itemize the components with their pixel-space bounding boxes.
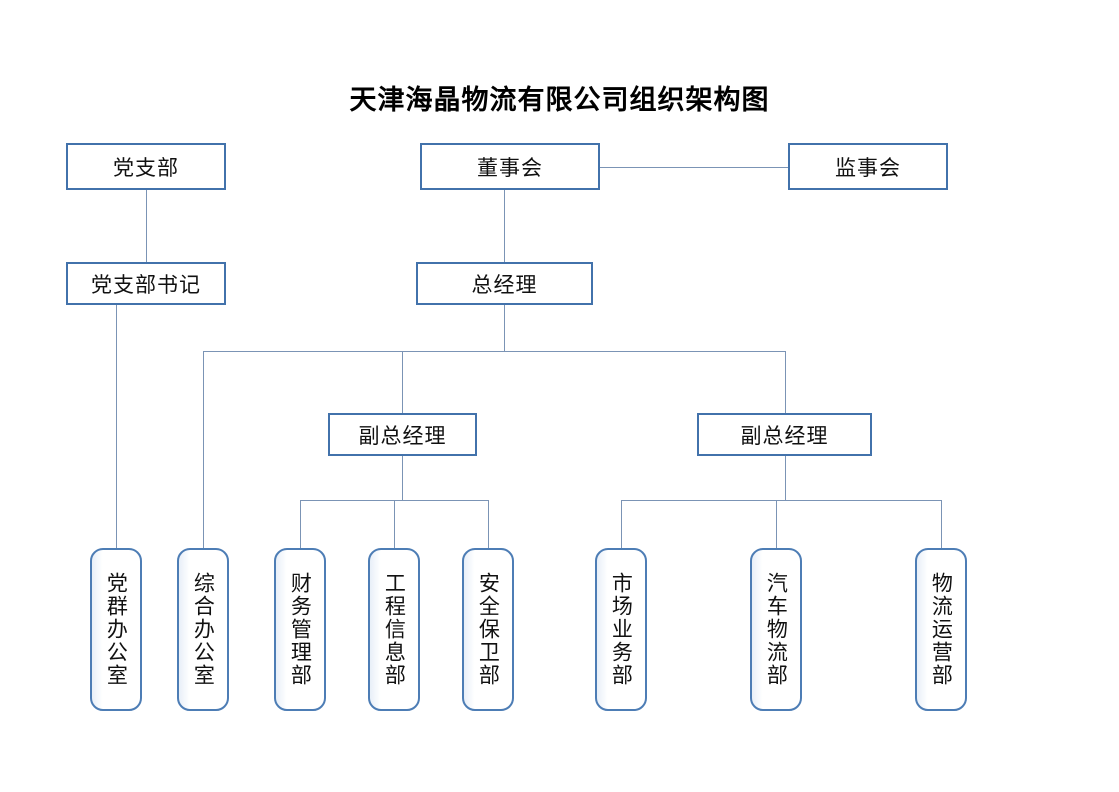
connector-deputy-right-leg-market (621, 500, 622, 548)
node-board-of-directors-label: 董事会 (477, 155, 543, 180)
node-party-mass-office[interactable]: 党群办公室 (90, 548, 142, 711)
node-market-business-dept-label: 市场业务部 (609, 572, 634, 687)
connector-gm-bus-leg-deputy-right (785, 351, 786, 413)
connector-party-branch-to-secretary (146, 190, 147, 262)
connector-gm-bus (203, 351, 785, 352)
connector-board-to-supervisors (600, 167, 788, 168)
node-party-secretary-label: 党支部书记 (91, 272, 201, 297)
node-market-business-dept[interactable]: 市场业务部 (595, 548, 647, 711)
node-auto-logistics-dept[interactable]: 汽车物流部 (750, 548, 802, 711)
node-deputy-general-manager-right-label: 副总经理 (740, 423, 829, 448)
connector-deputy-left-leg-finance (300, 500, 301, 548)
connector-deputy-left-stem (402, 456, 403, 500)
node-general-manager[interactable]: 总经理 (416, 262, 593, 305)
node-auto-logistics-dept-label: 汽车物流部 (764, 572, 789, 687)
connector-gm-bus-leg-deputy-left (402, 351, 403, 413)
connector-deputy-right-bus (621, 500, 941, 501)
node-general-office-label: 综合办公室 (191, 572, 216, 687)
node-logistics-operations-dept[interactable]: 物流运营部 (915, 548, 967, 711)
connector-board-to-general-manager (504, 190, 505, 262)
connector-secretary-to-party-mass-office (116, 305, 117, 548)
connector-deputy-right-stem (785, 456, 786, 500)
node-general-office[interactable]: 综合办公室 (177, 548, 229, 711)
node-party-secretary[interactable]: 党支部书记 (66, 262, 226, 305)
connector-deputy-right-leg-operations (941, 500, 942, 548)
node-engineering-information-dept[interactable]: 工程信息部 (368, 548, 420, 711)
node-engineering-information-dept-label: 工程信息部 (382, 572, 407, 687)
node-general-manager-label: 总经理 (471, 272, 538, 297)
connector-deputy-left-leg-security (488, 500, 489, 548)
node-finance-management-dept-label: 财务管理部 (288, 572, 313, 687)
node-board-of-supervisors[interactable]: 监事会 (788, 143, 948, 190)
node-board-of-supervisors-label: 监事会 (835, 155, 901, 180)
node-security-dept-label: 安全保卫部 (476, 572, 501, 687)
node-finance-management-dept[interactable]: 财务管理部 (274, 548, 326, 711)
node-logistics-operations-dept-label: 物流运营部 (929, 572, 954, 687)
page-title: 天津海晶物流有限公司组织架构图 (349, 85, 770, 115)
connector-gm-bus-leg-general-office (203, 351, 204, 548)
node-party-mass-office-label: 党群办公室 (104, 572, 129, 687)
node-deputy-general-manager-left-label: 副总经理 (358, 423, 447, 448)
connector-deputy-left-leg-engineering (394, 500, 395, 548)
node-board-of-directors[interactable]: 董事会 (420, 143, 600, 190)
node-party-branch-label: 党支部 (113, 155, 179, 180)
connector-gm-stem (504, 305, 505, 351)
connector-deputy-right-leg-auto (776, 500, 777, 548)
node-deputy-general-manager-right[interactable]: 副总经理 (697, 413, 872, 456)
node-party-branch[interactable]: 党支部 (66, 143, 226, 190)
node-deputy-general-manager-left[interactable]: 副总经理 (328, 413, 477, 456)
node-security-dept[interactable]: 安全保卫部 (462, 548, 514, 711)
